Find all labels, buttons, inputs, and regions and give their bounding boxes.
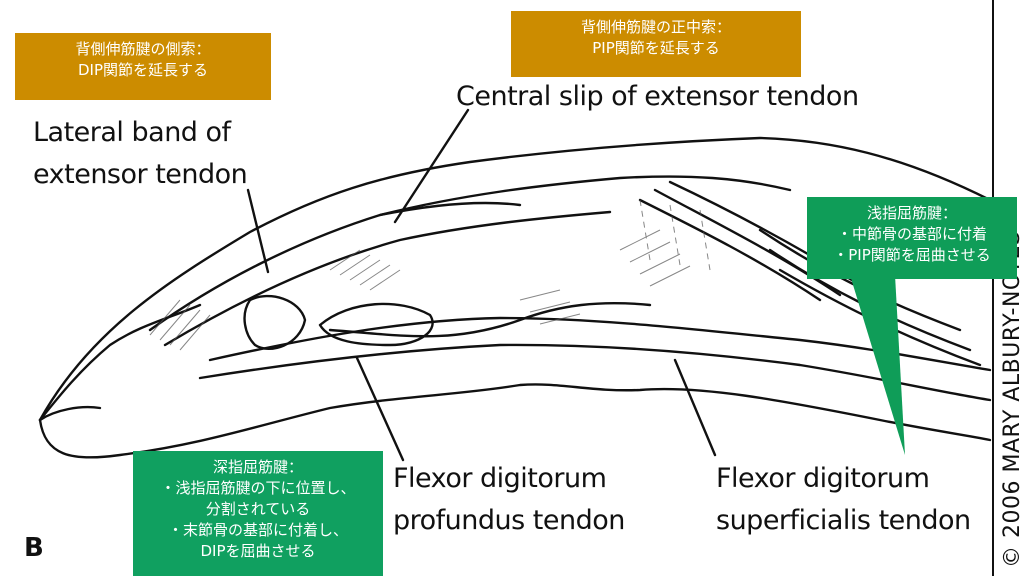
label-lateral-band: Lateral band of extensor tendon: [33, 117, 248, 190]
callout-fdp-jp: 深指屈筋腱： ・浅指屈筋腱の下に位置し、 分割されている ・末節骨の基部に付着し…: [133, 451, 383, 576]
panel-letter: B: [24, 533, 44, 563]
label-flexor-superficialis: Flexor digitorum superficialis tendon: [716, 463, 971, 536]
label-central-slip: Central slip of extensor tendon: [456, 81, 859, 112]
label-flexor-profundus: Flexor digitorum profundus tendon: [393, 463, 625, 536]
callout-fds-jp: 浅指屈筋腱： ・中節骨の基部に付着 ・PIP関節を屈曲させる: [807, 197, 1017, 279]
callout-lateral-band-jp: 背側伸筋腱の側索： DIP関節を延長する: [15, 33, 271, 100]
callout-central-slip-jp: 背側伸筋腱の正中索： PIP関節を延長する: [511, 11, 801, 77]
